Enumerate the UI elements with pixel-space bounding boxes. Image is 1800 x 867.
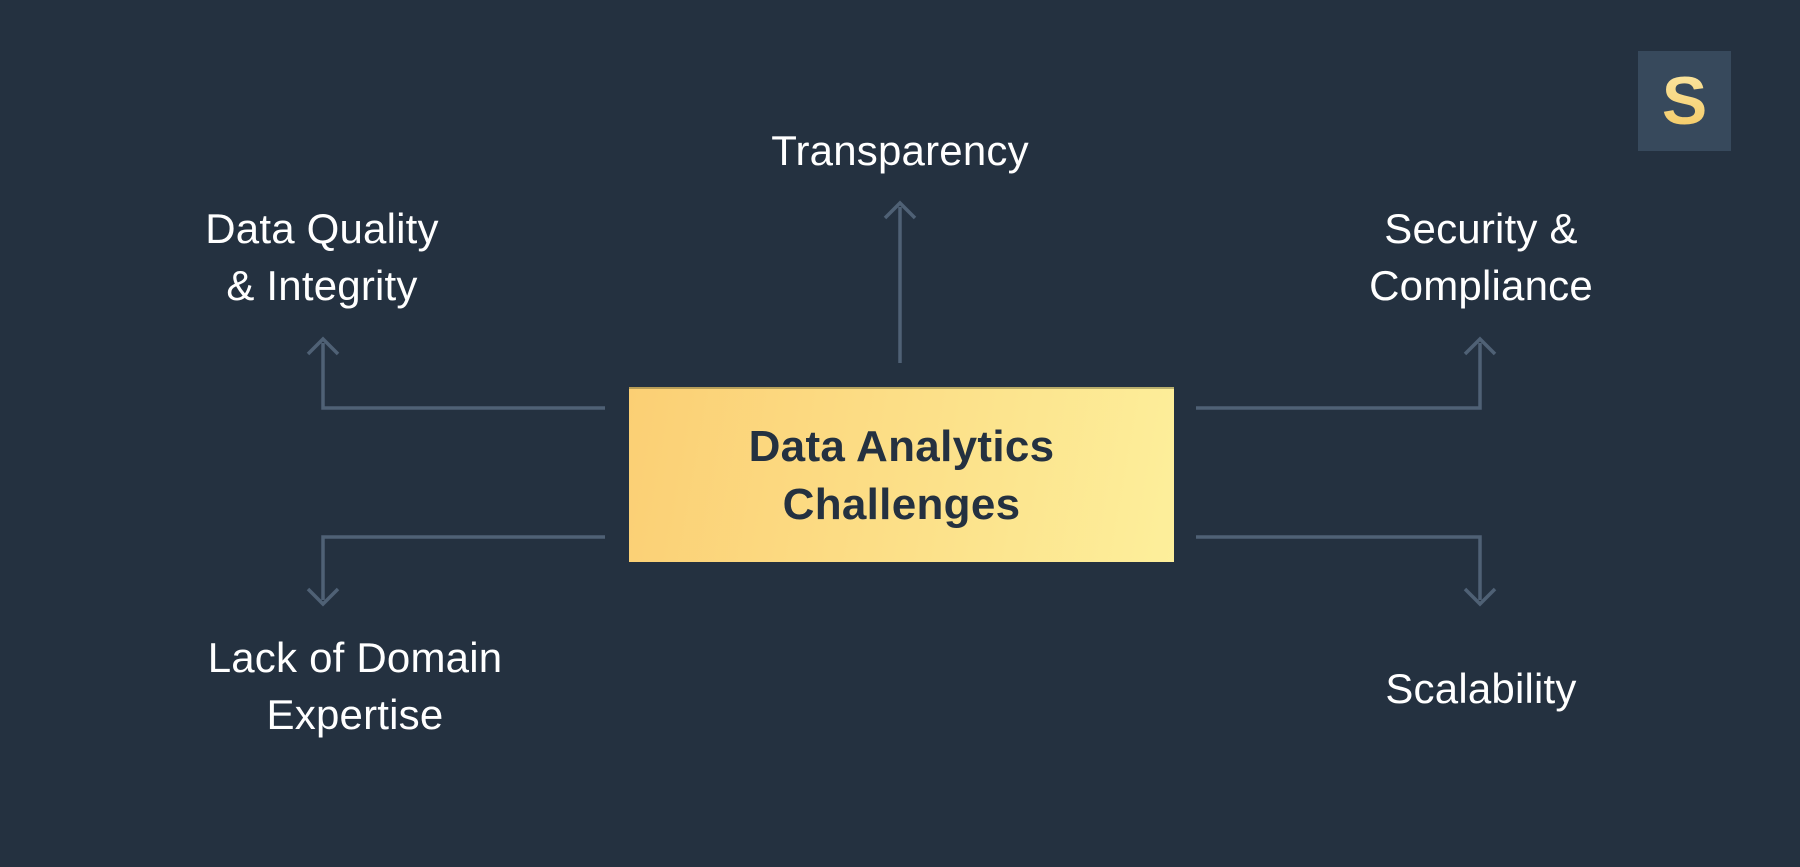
arrow-upper-left — [306, 336, 605, 410]
arrow-lower-left — [306, 535, 605, 607]
central-topic-box: Data Analytics Challenges — [629, 387, 1174, 562]
arrow-upper-right — [1196, 336, 1497, 410]
arrow-lower-right — [1196, 535, 1497, 607]
logo-badge: S — [1638, 51, 1731, 151]
node-lack-of-domain-expertise: Lack of Domain Expertise — [207, 634, 503, 739]
node-transparency: Transparency — [771, 127, 1029, 174]
logo-letter-s-icon: S — [1661, 63, 1708, 139]
central-topic-title: Data Analytics Challenges — [748, 422, 1055, 529]
node-scalability: Scalability — [1385, 665, 1577, 712]
node-security-compliance: Security & Compliance — [1369, 205, 1593, 310]
arrow-top — [883, 200, 917, 363]
node-data-quality-integrity: Data Quality & Integrity — [205, 205, 439, 310]
